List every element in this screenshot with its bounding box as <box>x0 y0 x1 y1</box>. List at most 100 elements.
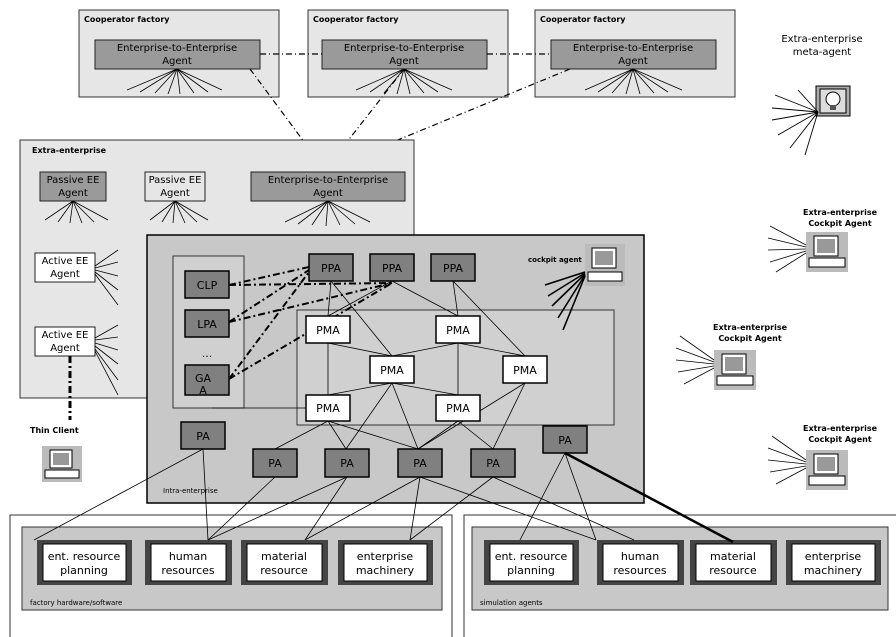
computer-icon <box>714 350 756 390</box>
pa-node-3: PA <box>324 448 370 478</box>
extra-enterprise-title: Extra-enterprise <box>32 146 107 155</box>
lpa-label: LPA <box>197 318 217 331</box>
e2e-agent-label: Enterprise-to-Enterprise <box>573 43 693 54</box>
pma-label: PMA <box>446 402 470 415</box>
pa-label: PA <box>486 457 500 470</box>
cooperator-factory-3: Cooperator factory Enterprise-to-Enterpr… <box>534 9 736 98</box>
lpa-node: LPA <box>184 309 230 338</box>
pa-node-1: PA <box>180 421 226 450</box>
passive-ee-agent-2: Passive EE Agent <box>144 171 209 224</box>
cockpit-label: Cockpit Agent <box>808 219 872 228</box>
cockpit-agent-3: Extra-enterprise Cockpit Agent <box>767 424 878 490</box>
simulation-group: simulation agents ent. resource planning… <box>471 526 889 611</box>
lightbulb-icon <box>815 85 851 117</box>
meta-agent-label: meta-agent <box>793 47 852 58</box>
pma-node-6: PMA <box>435 394 481 422</box>
system-label: enterprise <box>357 550 414 563</box>
pa-label: PA <box>558 434 572 447</box>
pa-label: PA <box>340 457 354 470</box>
sim-system-erp: ent. resource planning <box>484 540 579 585</box>
system-label: machinery <box>804 564 863 577</box>
factory-group-label: factory hardware/software <box>30 599 122 607</box>
thin-client-label: Thin Client <box>30 426 79 435</box>
sim-system-material: material resource <box>690 540 777 585</box>
intra-cockpit-agent: cockpit agent <box>528 244 625 331</box>
sim-system-hr: human resources <box>597 540 684 585</box>
clp-node: CLP <box>184 270 230 299</box>
pa-thick-link <box>564 451 734 544</box>
system-hr: human resources <box>145 540 232 585</box>
simulation-group-label: simulation agents <box>480 599 543 607</box>
pa-node-6: PA <box>542 425 588 454</box>
ga-node: GA A <box>184 364 230 397</box>
e2e-agent-label: Agent <box>618 56 648 67</box>
ppa-label: PPA <box>443 262 464 275</box>
pma-label: PMA <box>316 324 340 337</box>
system-label: resources <box>613 564 667 577</box>
passive-agent-label: Agent <box>58 188 88 199</box>
lower-frames <box>9 514 896 637</box>
e2e-agent-extra: Enterprise-to-Enterprise Agent <box>250 171 406 227</box>
ppa-node-1: PPA <box>308 253 354 282</box>
active-agent-label: Active EE <box>42 256 89 267</box>
e2e-agent-label: Agent <box>313 188 343 199</box>
ppa-node-2: PPA <box>369 253 415 282</box>
system-label: ent. resource <box>48 550 121 563</box>
e2e-agent-label: Enterprise-to-Enterprise <box>268 175 388 186</box>
system-label: human <box>169 550 207 563</box>
passive-agent-label: Passive EE <box>149 175 202 186</box>
pa-node-5: PA <box>470 448 516 478</box>
system-label: resource <box>709 564 757 577</box>
cooperator-title: Cooperator factory <box>540 15 626 24</box>
pma-node-3: PMA <box>369 355 415 384</box>
e2e-agent-label: Enterprise-to-Enterprise <box>344 43 464 54</box>
ga-label: GA <box>195 372 212 385</box>
pma-node-1: PMA <box>305 315 351 344</box>
computer-icon <box>806 232 848 272</box>
passive-ee-agent-1: Passive EE Agent <box>39 171 109 224</box>
factory-hardware-group: factory hardware/software ent. resource … <box>21 526 443 611</box>
pa-label: PA <box>196 430 210 443</box>
clp-label: CLP <box>197 279 218 292</box>
system-label: planning <box>507 564 555 577</box>
system-material: material resource <box>241 540 328 585</box>
system-label: planning <box>60 564 108 577</box>
system-label: ent. resource <box>495 550 568 563</box>
computer-icon <box>806 450 848 490</box>
active-ee-agent-2: Active EE Agent <box>34 324 119 396</box>
computer-icon <box>42 446 82 482</box>
pma-node-2: PMA <box>435 315 481 344</box>
ga-label: A <box>199 384 207 397</box>
cooperator-title: Cooperator factory <box>84 15 170 24</box>
pa-label: PA <box>268 457 282 470</box>
system-label: machinery <box>356 564 415 577</box>
cockpit-agent-label: cockpit agent <box>528 256 582 264</box>
active-agent-label: Active EE <box>42 330 89 341</box>
e2e-agent-label: Enterprise-to-Enterprise <box>117 43 237 54</box>
cockpit-label: Extra-enterprise <box>803 424 878 433</box>
cockpit-label: Cockpit Agent <box>808 435 872 444</box>
system-label: enterprise <box>805 550 862 563</box>
cooperator-title: Cooperator factory <box>313 15 399 24</box>
cooperator-factory-2: Cooperator factory Enterprise-to-Enterpr… <box>307 9 509 98</box>
pa-node-4: PA <box>397 448 443 478</box>
cockpit-label: Extra-enterprise <box>713 323 788 332</box>
e2e-agent-label: Agent <box>162 56 192 67</box>
active-ee-agent-1: Active EE Agent <box>34 249 119 306</box>
pa-to-system-links <box>33 448 635 541</box>
active-agent-label: Agent <box>50 343 80 354</box>
thin-client: Thin Client <box>30 426 82 482</box>
cockpit-agent-2: Extra-enterprise Cockpit Agent <box>675 323 788 390</box>
pa-node-2: PA <box>252 448 298 478</box>
system-label: resources <box>161 564 215 577</box>
e2e-agent-label: Agent <box>389 56 419 67</box>
pma-label: PMA <box>316 402 340 415</box>
system-label: human <box>621 550 659 563</box>
pa-label: PA <box>413 457 427 470</box>
system-machinery: enterprise machinery <box>338 540 433 585</box>
cockpit-label: Extra-enterprise <box>803 208 878 217</box>
intra-enterprise-region: Intra-enterprise <box>146 234 645 504</box>
passive-agent-label: Agent <box>160 188 190 199</box>
system-label: material <box>710 550 756 563</box>
intra-enterprise-label: Intra-enterprise <box>163 487 218 495</box>
